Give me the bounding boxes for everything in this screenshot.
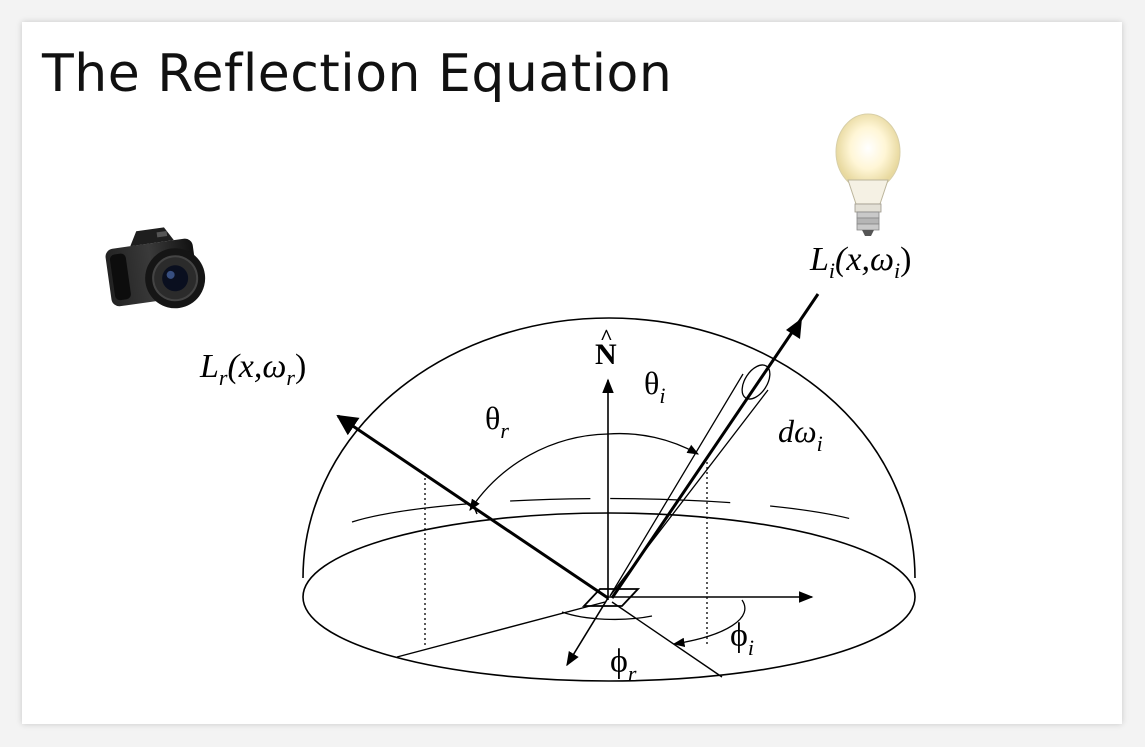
incident-ray xyxy=(610,293,820,599)
slide: The Reflection Equation xyxy=(22,22,1122,724)
theta-i-arc xyxy=(607,432,700,455)
phi-r-label: ϕr xyxy=(610,643,637,686)
reflected-ray xyxy=(336,414,609,600)
reflection-diagram: N ^ Li(x,ωi) Lr(x,ωr) θi θr dωi ϕi ϕr xyxy=(105,113,916,686)
incident-arrowhead xyxy=(786,318,802,339)
svg-text:^: ^ xyxy=(600,324,613,349)
phi-r-arc xyxy=(561,611,653,621)
phi-i-label: ϕi xyxy=(730,617,754,660)
bitangent-axis xyxy=(566,597,609,667)
svg-text:N: N xyxy=(595,338,617,371)
hemisphere-dome xyxy=(302,317,916,579)
theta-r-label: θr xyxy=(485,400,509,443)
solid-angle-cone-cap xyxy=(741,364,771,400)
theta-i-label: θi xyxy=(644,365,665,408)
normal-label: N ^ xyxy=(595,324,617,371)
camera-icon xyxy=(105,227,206,309)
slide-title: The Reflection Equation xyxy=(42,44,673,104)
d-omega-i-label: dωi xyxy=(778,413,823,456)
incident-radiance-label: Li(x,ωi) xyxy=(809,241,911,283)
surface-patch xyxy=(581,588,641,607)
reflected-radiance-label: Lr(x,ωr) xyxy=(199,348,306,390)
phi-i-arc xyxy=(672,599,746,647)
light-bulb-icon xyxy=(835,113,901,236)
base-ellipse xyxy=(302,512,916,682)
theta-r-arc xyxy=(469,433,609,511)
